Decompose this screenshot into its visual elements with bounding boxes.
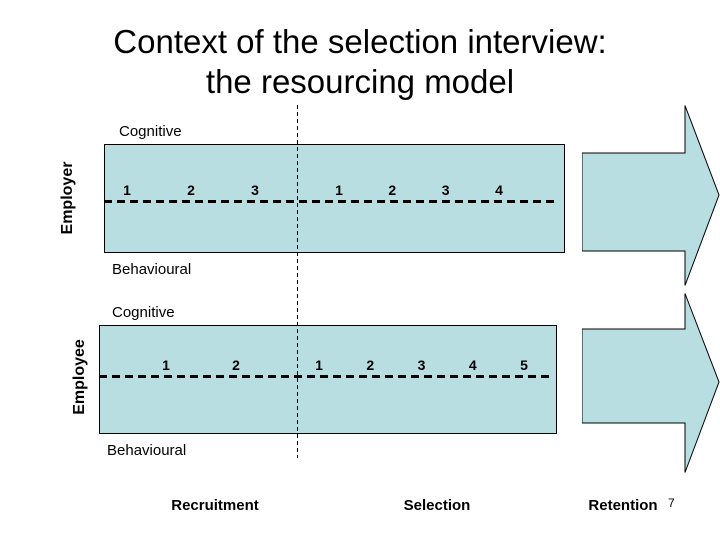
employee-dashed-line xyxy=(99,375,553,378)
employee-scale-right: 1 2 3 4 5 xyxy=(313,357,530,374)
center-divider-dashed-line xyxy=(297,105,298,458)
scale-number: 3 xyxy=(417,357,426,373)
scale-number: 1 xyxy=(335,182,343,198)
employer-cognitive-label: Cognitive xyxy=(119,123,182,140)
scale-number: 2 xyxy=(388,182,397,198)
scale-number: 2 xyxy=(187,182,195,198)
phase-label-selection: Selection xyxy=(403,497,471,514)
scale-number: 1 xyxy=(123,182,131,198)
flow-arrow-top-shape xyxy=(582,105,720,286)
employer-axis-label: Employer xyxy=(59,161,76,235)
scale-number: 4 xyxy=(495,182,503,198)
employer-dashed-line xyxy=(104,200,558,203)
scale-number: 5 xyxy=(520,357,528,373)
flow-arrow-top-icon xyxy=(582,105,720,286)
flow-arrow-bottom-icon xyxy=(582,293,720,473)
employer-scale-right: 1 2 3 4 xyxy=(333,182,505,199)
employer-scale-left: 1 2 3 xyxy=(121,182,261,199)
flow-arrow-bottom-shape xyxy=(582,293,720,473)
title-line-1: Context of the selection interview: xyxy=(113,23,607,60)
title-line-2: the resourcing model xyxy=(205,63,515,100)
slide-title: Context of the selection interview: the … xyxy=(0,22,720,102)
phase-label-retention: Retention xyxy=(588,497,658,514)
phase-label-recruitment: Recruitment xyxy=(171,497,259,514)
page-number: 7 xyxy=(668,496,675,510)
scale-number: 2 xyxy=(232,357,240,373)
scale-number: 2 xyxy=(366,357,375,373)
scale-number: 3 xyxy=(251,182,259,198)
employer-band xyxy=(104,144,565,253)
scale-number: 1 xyxy=(162,357,170,373)
employee-behavioural-label: Behavioural xyxy=(107,442,187,459)
employee-axis-label: Employee xyxy=(71,339,88,415)
scale-number: 4 xyxy=(468,357,477,373)
employee-band xyxy=(99,325,557,434)
employer-behavioural-label: Behavioural xyxy=(112,261,192,278)
scale-number: 1 xyxy=(315,357,323,373)
employee-cognitive-label: Cognitive xyxy=(112,304,175,321)
scale-number: 3 xyxy=(441,182,450,198)
